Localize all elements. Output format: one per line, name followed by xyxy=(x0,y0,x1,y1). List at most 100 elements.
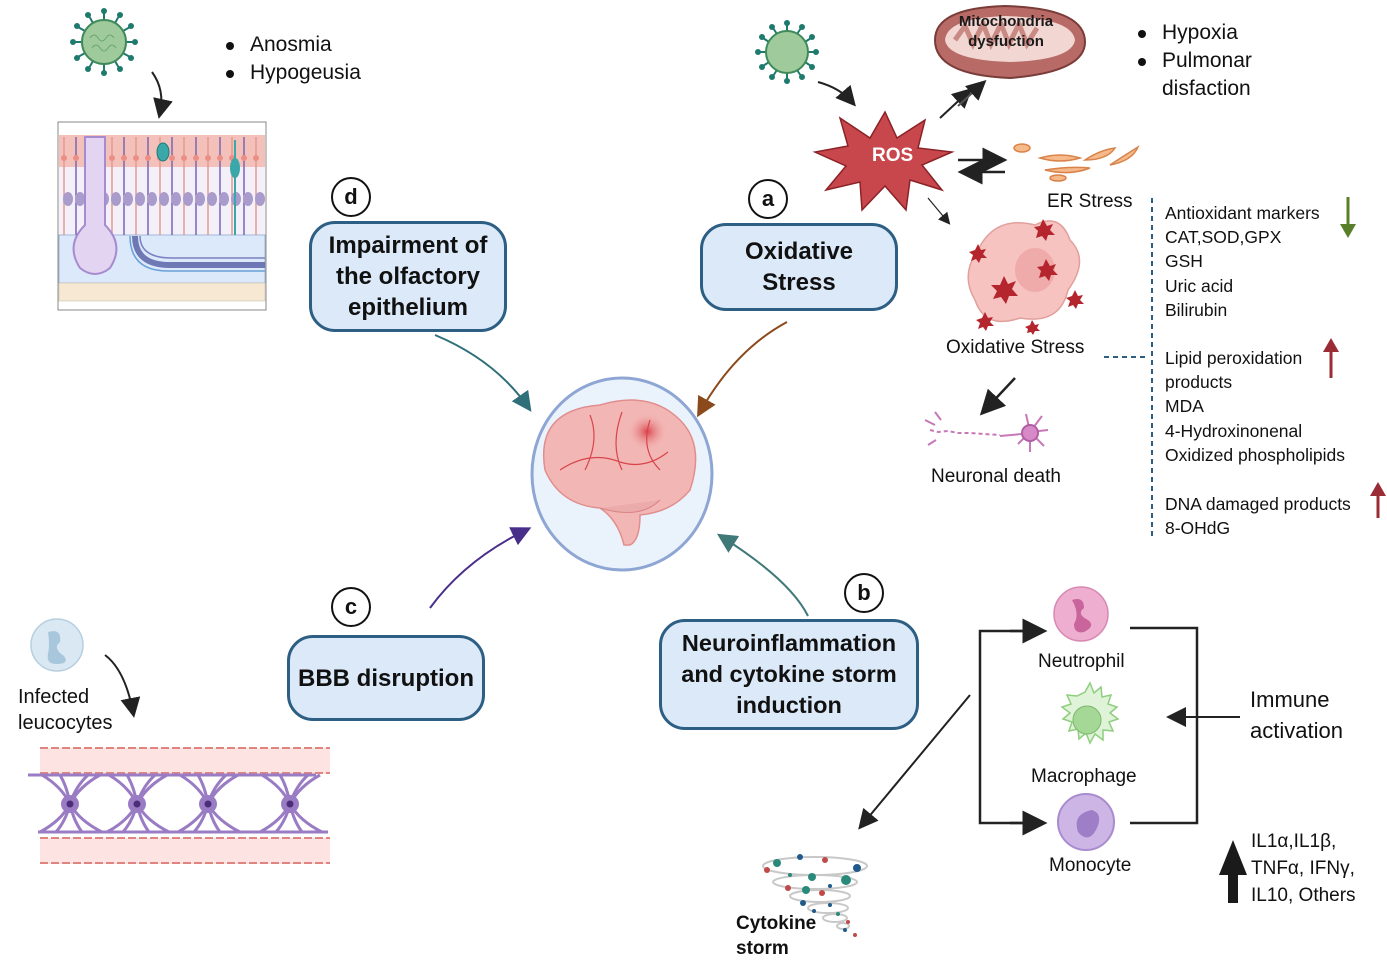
virus-icon xyxy=(755,20,819,84)
cytokine-dot xyxy=(764,867,770,873)
cytokines-list: IL1α,IL1β, TNFα, IFNγ, IL10, Others xyxy=(1251,828,1356,909)
lipid-markers: Lipid peroxidation products MDA 4-Hydrox… xyxy=(1165,346,1345,467)
box-line: Impairment of xyxy=(328,232,488,259)
marker-line: Antioxidant markers xyxy=(1165,203,1320,223)
neuron-soma xyxy=(75,192,85,206)
cytokine-dot xyxy=(785,885,791,891)
er-icon xyxy=(1013,143,1140,182)
cytokine-dot xyxy=(828,903,832,907)
neuron-icon xyxy=(924,411,1049,452)
cytokine-dot xyxy=(800,900,806,906)
neuronal-death-label: Neuronal death xyxy=(931,466,1061,487)
mitochondria-icon xyxy=(933,4,1087,80)
neuron-soma xyxy=(195,192,205,206)
leucocyte-icon xyxy=(30,618,84,672)
astrocyte-icon xyxy=(177,773,241,834)
antioxidant-markers: Antioxidant markers CAT,SOD,GPX GSH Uric… xyxy=(1165,201,1320,322)
ros-label: ROS xyxy=(872,145,914,166)
systemic-item-cont: disfaction xyxy=(1134,75,1252,103)
cytokine-dot xyxy=(822,857,828,863)
olfactory-symptoms-list: Anosmia Hypogeusia xyxy=(222,31,361,87)
neuron-soma xyxy=(183,192,193,206)
cytokine-dot xyxy=(797,854,803,860)
olfactory-to-brain-arrow xyxy=(434,334,532,412)
neuron-soma xyxy=(207,192,217,206)
badge-c: c xyxy=(331,587,371,627)
inflammation-to-brain-arrow xyxy=(716,533,809,617)
astrocyte-icon xyxy=(259,773,323,834)
neuron-soma xyxy=(219,192,229,206)
systemic-item: Hypoxia xyxy=(1134,19,1252,47)
mechanism-box-neuroinflammation[interactable]: Neuroinflammation and cytokine storm ind… xyxy=(659,619,919,730)
cytokine-dot xyxy=(808,873,816,881)
neutrophil-icon xyxy=(1053,586,1109,642)
cytokine-dot xyxy=(828,884,832,888)
badge-b: b xyxy=(844,573,884,613)
monocyte-label: Monocyte xyxy=(1049,855,1132,876)
oxidative-to-brain-arrow xyxy=(697,321,788,418)
mechanism-box-bbb[interactable]: BBB disruption xyxy=(287,635,485,721)
box-line: induction xyxy=(736,692,842,718)
box-line: the olfactory xyxy=(335,263,481,290)
trend-up-cytokines-icon xyxy=(1219,840,1247,903)
leucocyte-label-line: Infected xyxy=(18,686,90,708)
brain-icon xyxy=(530,376,714,572)
virus-to-epithelium-arrow xyxy=(151,71,173,119)
marker-line: DNA damaged products xyxy=(1165,494,1351,514)
immune-to-storm-arrow xyxy=(858,694,971,830)
marker-line: 8-OHdG xyxy=(1165,518,1231,539)
neuron-soma xyxy=(135,192,145,206)
bbb-to-brain-arrow xyxy=(429,527,532,609)
mechanism-box-oxidative[interactable]: Oxidative Stress xyxy=(700,223,898,311)
neutrophil-label: Neutrophil xyxy=(1038,651,1125,672)
neuron-soma xyxy=(63,192,73,206)
astrocyte-icon xyxy=(106,773,170,834)
systemic-item-text: disfaction xyxy=(1162,77,1251,100)
immune-bracket-left xyxy=(978,629,1033,825)
er-stress-label: ER Stress xyxy=(1047,191,1133,212)
systemic-list: Hypoxia Pulmonar disfaction xyxy=(1134,19,1252,103)
badge-a: a xyxy=(748,179,788,219)
macrophage-label: Macrophage xyxy=(1031,766,1137,787)
ros-to-mito-arrow xyxy=(939,87,973,119)
marker-line: products xyxy=(1165,372,1233,393)
monocyte-icon xyxy=(1057,793,1115,851)
stress-to-neuron-arrow xyxy=(979,377,1016,416)
macrophage-icon xyxy=(1060,681,1120,745)
neuron-soma xyxy=(171,192,181,206)
neuron-soma xyxy=(147,192,157,206)
stressed-cell-icon xyxy=(967,219,1084,335)
cytokine-dots xyxy=(764,854,861,937)
mito-to-ros-arrow xyxy=(957,79,987,107)
symptom-item: Anosmia xyxy=(222,31,361,59)
cytokine-dot xyxy=(773,859,781,867)
astrocyte-icon xyxy=(39,773,103,834)
dna-markers: DNA damaged products 8-OHdG xyxy=(1165,492,1351,540)
box-line: Neuroinflammation xyxy=(681,630,897,656)
cytokine-dot xyxy=(788,873,792,877)
leucocyte-label: Infected leucocytes xyxy=(18,684,113,736)
neuron-soma xyxy=(159,192,169,206)
marker-line: Bilirubin xyxy=(1165,299,1228,320)
marker-line: MDA xyxy=(1165,396,1204,417)
neuron-soma xyxy=(255,192,265,206)
mito-label-line: Mitochondria xyxy=(958,13,1054,30)
marker-line: 4-Hydroxinonenal xyxy=(1165,420,1303,441)
mechanism-box-olfactory[interactable]: Impairment of the olfactory epithelium xyxy=(309,221,507,332)
cytokine-dot xyxy=(841,875,851,885)
trend-up-dna-icon xyxy=(1370,482,1386,518)
marker-line: GSH xyxy=(1165,251,1203,272)
marker-line: Uric acid xyxy=(1165,275,1234,296)
box-line: Oxidative xyxy=(744,238,854,265)
cytokine-line: TNFα, IFNγ, xyxy=(1251,858,1355,879)
immune-activation-label: Immune activation xyxy=(1250,684,1343,746)
oxidative-stress-label: Oxidative Stress xyxy=(946,337,1085,358)
neuron-soma xyxy=(123,192,133,206)
cytokine-dot xyxy=(812,909,816,913)
systemic-item: Pulmonar xyxy=(1134,47,1252,75)
virus-to-ros-arrow xyxy=(817,81,856,107)
neuron-soma xyxy=(111,192,121,206)
ros-burst-icon xyxy=(812,110,955,212)
storm-line: storm xyxy=(736,938,789,959)
cytokine-dot xyxy=(843,928,847,932)
